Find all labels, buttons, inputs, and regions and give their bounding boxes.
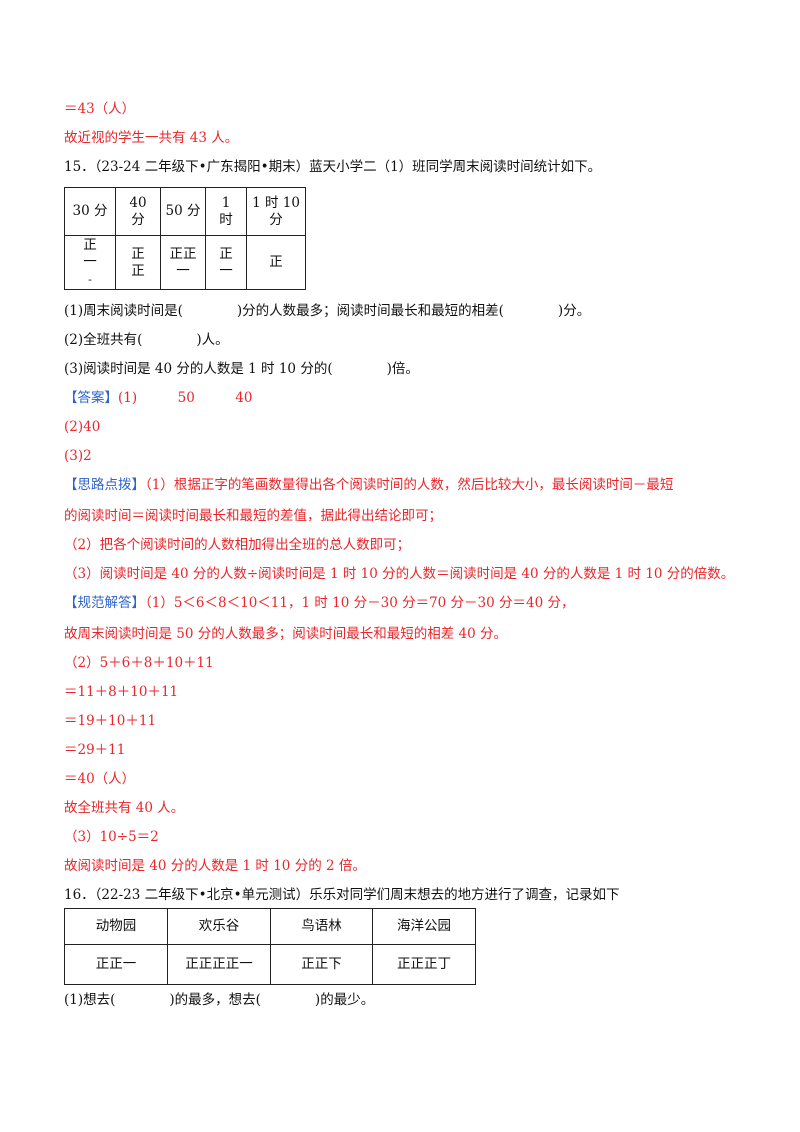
q15-sub3: (3)阅读时间是 40 分的人数是 1 时 10 分的( )倍。 (64, 361, 419, 377)
q15-sol3: （2）5＋6＋8＋10＋11 (64, 655, 214, 671)
q16-header-cell: 鸟语林 (270, 908, 373, 945)
q16-header-cell: 欢乐谷 (167, 908, 271, 945)
q16-tally-cell: 正正正正一 (167, 944, 271, 985)
q15-sol7: ＝40（人） (64, 771, 136, 787)
solution-tag: 【规范解答】 (64, 595, 145, 611)
q16-tally-cell: 正正正丁 (372, 944, 476, 985)
q15-hint4: （3）阅读时间是 40 分的人数÷阅读时间是 1 时 10 分的人数＝阅读时间是… (64, 566, 735, 582)
q15-sol6: ＝29＋11 (64, 742, 126, 758)
hint-tag: 【思路点拨】 (64, 477, 145, 493)
q15-tally-cell: 正正一 (160, 235, 206, 290)
q16-sub1: (1)想去( )的最多，想去( )的最少。 (64, 992, 375, 1008)
prev-conclusion-line: 故近视的学生一共有 43 人。 (64, 130, 239, 146)
q15-solution-line: 【规范解答】（1）5＜6＜8＜10＜11，1 时 10 分－30 分＝70 分－… (64, 595, 575, 611)
q16-header-cell: 海洋公园 (372, 908, 476, 945)
answer-tag: 【答案】 (64, 390, 118, 406)
q15-hint3: （2）把各个阅读时间的人数相加得出全班的总人数即可； (64, 537, 411, 553)
q15-sub2: (2)全班共有( )人。 (64, 332, 229, 348)
q15-answer2: (2)40 (64, 419, 101, 435)
q15-sol5: ＝19＋10＋11 (64, 713, 157, 729)
q15-sol10: 故阅读时间是 40 分的人数是 1 时 10 分的 2 倍。 (64, 858, 366, 874)
q16-tally-cell: 正正一 (64, 944, 168, 985)
q16-header-cell: 动物园 (64, 908, 168, 945)
q15-sol4: ＝11＋8＋10＋11 (64, 684, 179, 700)
q16-stem: 16．（22-23 二年级下•北京•单元测试）乐乐对同学们周末想去的地方进行了调… (64, 887, 620, 903)
q15-answer-line: 【答案】(1) 50 40 (64, 390, 253, 406)
q15-answer3: (3)2 (64, 448, 92, 464)
q15-hint-line: 【思路点拨】（1）根据正字的笔画数量得出各个阅读时间的人数，然后比较大小，最长阅… (64, 477, 674, 493)
q15-sub1: (1)周末阅读时间是( )分的人数最多；阅读时间最长和最短的相差( )分。 (64, 303, 591, 319)
q15-sol2: 故周末阅读时间是 50 分的人数最多；阅读时间最长和最短的相差 40 分。 (64, 626, 508, 642)
q15-header-cell: 50 分 (160, 187, 206, 236)
q15-hint2: 的阅读时间＝阅读时间最长和最短的差值，据此得出结论即可； (64, 508, 442, 524)
prev-solution-line: ＝43（人） (64, 101, 136, 117)
q15-sol8: 故全班共有 40 人。 (64, 800, 185, 816)
q15-sol9: （3）10÷5＝2 (64, 829, 159, 845)
q15-tally-cell: 正一- (64, 235, 116, 290)
q15-stem: 15．（23-24 二年级下•广东揭阳•期末）蓝天小学二（1）班同学周末阅读时间… (64, 159, 602, 175)
q15-tally-cell: 正 (246, 235, 306, 290)
q15-header-cell: 30 分 (64, 187, 116, 236)
q15-tally-cell: 正一 (205, 235, 247, 290)
q15-tally-cell: 正正 (115, 235, 161, 290)
q16-tally-cell: 正正下 (270, 944, 373, 985)
q16-survey-table: 动物园 欢乐谷 鸟语林 海洋公园 正正一 正正正正一 正正下 正正正丁 (64, 908, 476, 985)
